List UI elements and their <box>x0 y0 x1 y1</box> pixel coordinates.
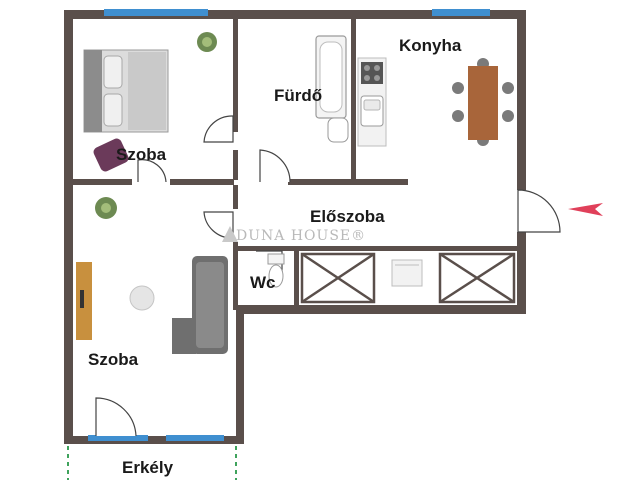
wardrobe-left <box>300 252 376 304</box>
label-balcony: Erkély <box>122 458 174 477</box>
label-hall: Előszoba <box>310 207 385 226</box>
watermark-logo-icon <box>222 226 238 242</box>
appliance-hall <box>391 259 423 287</box>
outer-walls <box>64 10 526 444</box>
coffee-table <box>129 285 155 311</box>
bathtub <box>315 35 347 119</box>
kitchen-counter <box>357 57 387 147</box>
door-entrance <box>517 189 561 233</box>
window-top-bedroom <box>104 9 208 16</box>
balcony <box>67 446 237 480</box>
door-bathroom <box>259 149 291 183</box>
entrance-arrow-icon <box>568 203 603 216</box>
dining-table <box>452 58 514 146</box>
door-wc <box>256 250 283 278</box>
window-top-kitchen <box>432 9 490 16</box>
label-bathroom: Fürdő <box>274 86 323 105</box>
door-bedroom <box>203 115 234 143</box>
tv-unit <box>76 262 92 340</box>
sofa <box>172 256 228 354</box>
label-wc: Wc <box>250 273 276 292</box>
windows <box>88 9 490 441</box>
door-bedroom-bottom <box>137 159 167 183</box>
doors <box>95 115 561 437</box>
label-living-room: Szoba <box>88 350 139 369</box>
plant-living <box>95 197 117 219</box>
wardrobe-right <box>438 252 516 304</box>
toilet <box>267 253 285 288</box>
watermark-text: DUNA HOUSE® <box>236 228 367 244</box>
double-bed <box>83 49 169 133</box>
armchair <box>93 138 129 172</box>
sink-bathroom <box>327 117 349 143</box>
window-bottom-left <box>88 435 148 441</box>
interior-walls <box>68 14 518 310</box>
wardrobes <box>300 252 516 304</box>
window-bottom-right <box>166 435 224 441</box>
plant-bedroom <box>197 32 217 52</box>
label-bedroom: Szoba <box>116 145 167 164</box>
label-kitchen: Konyha <box>399 36 462 55</box>
door-balcony <box>95 397 137 437</box>
